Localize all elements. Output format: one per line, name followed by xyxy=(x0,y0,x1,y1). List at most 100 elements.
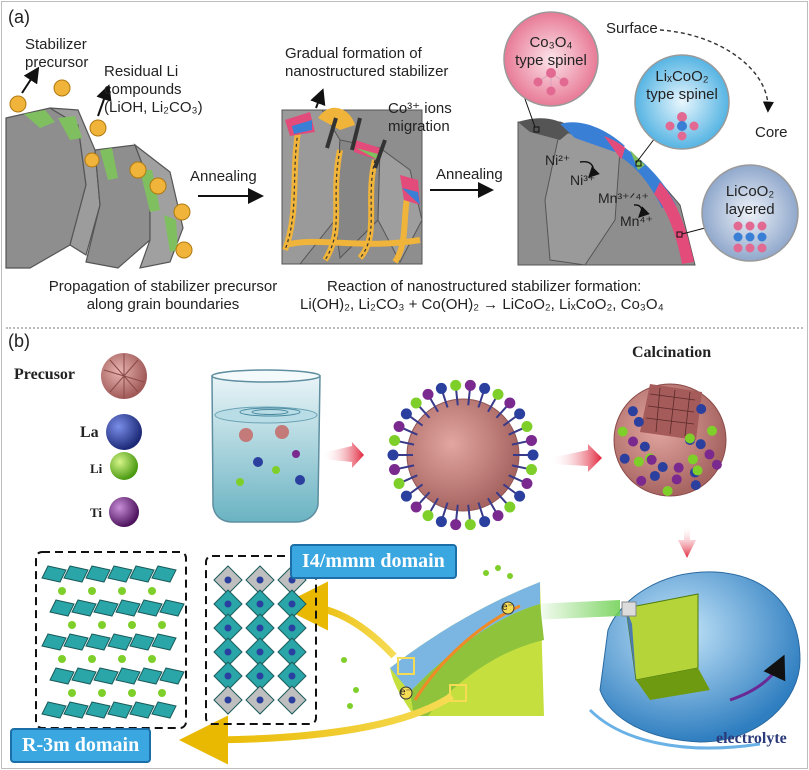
li-site xyxy=(128,621,136,629)
li-site xyxy=(98,621,106,629)
surface-ion xyxy=(619,453,630,464)
ion-sphere xyxy=(492,388,504,400)
li-site xyxy=(158,689,166,697)
ion-sphere xyxy=(422,510,434,522)
residual-li-arrow xyxy=(96,84,112,117)
la-site xyxy=(224,696,232,704)
octahedron-layer xyxy=(129,701,155,719)
red-arrow-2 xyxy=(550,444,602,472)
la-site xyxy=(224,600,232,608)
licoo2-label-2: layered xyxy=(725,201,775,218)
ion-sphere xyxy=(464,519,476,531)
ion-sphere xyxy=(450,519,462,531)
octahedron-layer xyxy=(85,701,111,719)
la-site xyxy=(256,624,264,632)
ion-sphere xyxy=(504,501,516,513)
surface-ion xyxy=(636,475,647,486)
ion-sphere xyxy=(422,388,434,400)
core-label: Core xyxy=(755,124,788,141)
surface-ion xyxy=(673,462,684,473)
octahedron-layer xyxy=(85,633,111,651)
electron-label-1: e⁻ xyxy=(400,687,411,698)
legend-la: La xyxy=(80,424,99,441)
co-ions-label-1: Co³⁺ ions xyxy=(388,100,452,117)
stabilizer-precursor-label-1: Stabilizer xyxy=(25,36,87,53)
legend-ti: Ti xyxy=(90,505,103,520)
surface-ion xyxy=(628,436,639,447)
reaction-equation: Li(OH)₂, Li₂CO₃ + Co(OH)₂ → LiCoO₂, LiₓC… xyxy=(300,296,664,313)
surface-ion xyxy=(617,426,628,437)
licoo2-inset xyxy=(701,164,799,262)
stabilizer-precursor-label-2: precursor xyxy=(25,54,89,71)
annealing-label-2: Annealing xyxy=(436,166,503,183)
propagation-label-1: Propagation of stabilizer precursor xyxy=(48,278,278,295)
co3o4-label-1: Co₃O₄ xyxy=(529,34,573,51)
li-site xyxy=(128,689,136,697)
arrow-to-r3m xyxy=(179,693,454,765)
la-site xyxy=(224,648,232,656)
li-site xyxy=(148,655,156,663)
ion-sphere xyxy=(527,449,539,461)
stabilizer-arrow xyxy=(310,88,326,109)
ni3-label: Ni³⁺ xyxy=(570,172,596,188)
li-site xyxy=(68,689,76,697)
octahedron-layer xyxy=(93,599,119,617)
grain-cluster-intermediate xyxy=(281,107,423,265)
octahedron-layer xyxy=(159,667,185,685)
la-site xyxy=(256,576,264,584)
surface-ion xyxy=(639,441,650,452)
ion-sphere xyxy=(450,379,462,391)
li-site xyxy=(88,655,96,663)
la-site xyxy=(256,648,264,656)
octahedron-layer xyxy=(41,565,67,583)
ion-sphere xyxy=(525,434,537,446)
surface-to-core-arrow xyxy=(659,29,775,113)
octahedron-layer xyxy=(71,599,97,617)
ion-sphere xyxy=(479,516,491,528)
grain-cluster-initial xyxy=(5,107,184,269)
octahedron-layer xyxy=(63,565,89,583)
annealing-label-1: Annealing xyxy=(190,168,257,185)
ion-sphere xyxy=(389,434,401,446)
surface-ion xyxy=(649,470,660,481)
panel-b-label: (b) xyxy=(8,331,30,351)
electron-label-2: e⁻ xyxy=(502,602,513,613)
ion-sphere xyxy=(410,397,422,409)
legend-spheres xyxy=(101,353,147,527)
la-site xyxy=(288,624,296,632)
surface-ion xyxy=(633,456,644,467)
la-site xyxy=(288,648,296,656)
ion-sphere xyxy=(525,464,537,476)
li-site xyxy=(98,689,106,697)
octahedron-layer xyxy=(41,633,67,651)
octahedron-layer xyxy=(137,599,163,617)
octahedron-layer xyxy=(151,633,177,651)
red-arrow-1 xyxy=(322,442,364,468)
lixcoo2-label-2: type spinel xyxy=(646,86,718,103)
surface-ion xyxy=(657,462,668,473)
electrolyte-label: electrolyte xyxy=(716,730,787,747)
octahedron-layer xyxy=(115,667,141,685)
ion-sphere xyxy=(400,408,412,420)
licoo2-label-1: LiCoO₂ xyxy=(725,183,775,200)
co3o4-inset xyxy=(503,11,599,107)
co-migration-arrow-3 xyxy=(373,139,387,169)
ion-sphere xyxy=(400,490,412,502)
la-site xyxy=(224,672,232,680)
la-site xyxy=(288,672,296,680)
residual-li-label-2: compounds xyxy=(104,81,182,98)
surface-ion xyxy=(684,433,695,444)
octahedron-layer xyxy=(115,599,141,617)
octahedron-layer xyxy=(49,667,75,685)
surface-ion xyxy=(707,425,718,436)
octahedron-layer xyxy=(137,667,163,685)
ion-sphere xyxy=(504,397,516,409)
stabilizer-precursor-particles xyxy=(9,79,193,259)
grain-cluster-final xyxy=(517,118,696,266)
beaker xyxy=(211,369,321,523)
ion-sphere xyxy=(492,510,504,522)
ion-sphere xyxy=(514,408,526,420)
co-migration-arrow-2 xyxy=(350,117,362,151)
ion-sphere xyxy=(387,449,399,461)
